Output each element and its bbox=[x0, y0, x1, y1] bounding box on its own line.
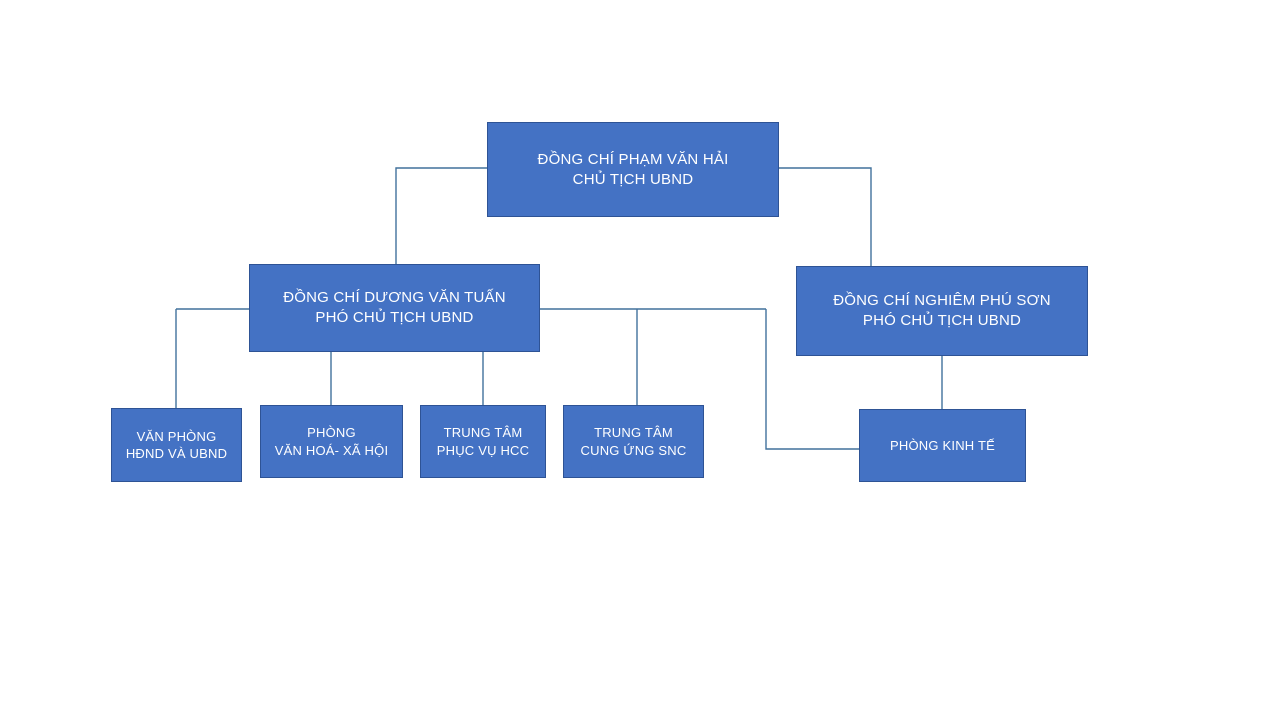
org-node-label: CHỦ TỊCH UBND bbox=[572, 170, 694, 188]
org-node-label: PHÒNG bbox=[307, 425, 356, 441]
org-node-label: HĐND VÀ UBND bbox=[125, 446, 228, 461]
org-node-label: ĐỒNG CHÍ DƯƠNG VĂN TUẤN bbox=[283, 289, 506, 307]
org-node-label: PHÓ CHỦ TỊCH UBND bbox=[862, 312, 1022, 329]
org-node-label: CUNG ỨNG SNC bbox=[580, 442, 687, 458]
org-node-label: TRUNG TÂM bbox=[443, 425, 523, 441]
org-node-label: ĐỒNG CHÍ PHẠM VĂN HẢI bbox=[537, 150, 729, 168]
org-node-label: VĂN HOÁ- XÃ HỘI bbox=[274, 442, 389, 458]
org-node-van-phong-hdnd-ubnd[interactable]: VĂN PHÒNG HĐND VÀ UBND bbox=[111, 408, 242, 482]
org-node-label: TRUNG TÂM bbox=[594, 425, 673, 441]
org-node-label: VĂN PHÒNG bbox=[136, 428, 217, 444]
org-node-chairman[interactable]: ĐỒNG CHÍ PHẠM VĂN HẢI CHỦ TỊCH UBND bbox=[487, 122, 779, 217]
org-node-vice-chair-son[interactable]: ĐỒNG CHÍ NGHIÊM PHÚ SƠN PHÓ CHỦ TỊCH UBND bbox=[796, 266, 1088, 356]
org-node-label: PHÓ CHỦ TỊCH UBND bbox=[315, 309, 474, 326]
org-node-vice-chair-tuan[interactable]: ĐỒNG CHÍ DƯƠNG VĂN TUẤN PHÓ CHỦ TỊCH UBND bbox=[249, 264, 540, 352]
connector-tuan-to-kinhte bbox=[765, 309, 859, 450]
org-node-label: ĐỒNG CHÍ NGHIÊM PHÚ SƠN bbox=[833, 292, 1051, 310]
org-node-phong-kinh-te[interactable]: PHÒNG KINH TẾ bbox=[859, 409, 1026, 482]
org-node-label: PHỤC VỤ HCC bbox=[436, 442, 530, 458]
org-node-label: PHÒNG KINH TẾ bbox=[890, 437, 995, 453]
